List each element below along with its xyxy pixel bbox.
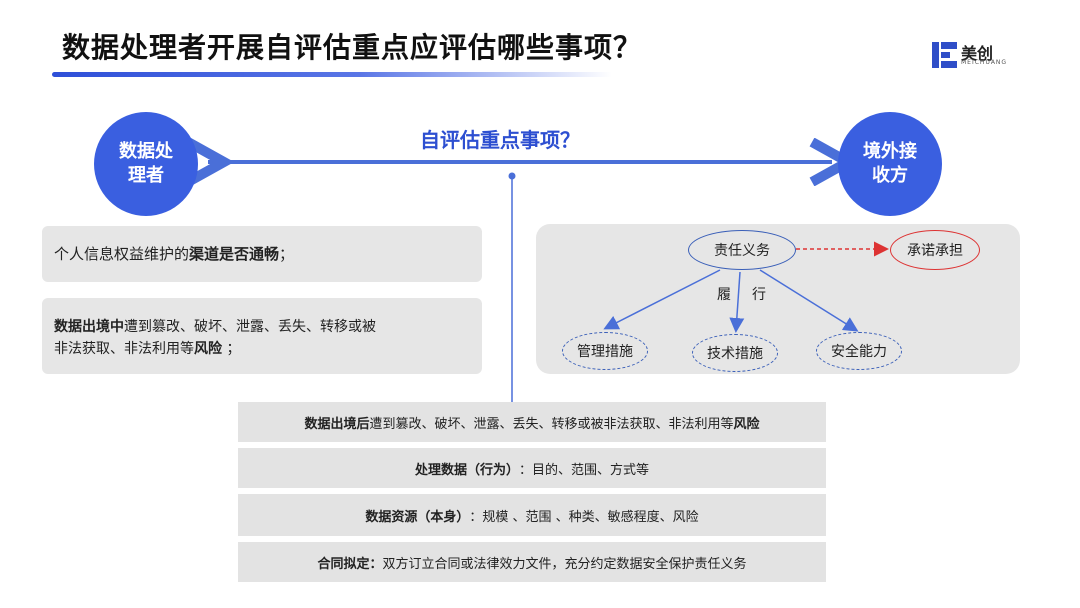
logo-text: 美创 [961, 44, 994, 63]
left-item-2-bold-end: 风险 [194, 341, 222, 357]
data-processor-label: 数据处理者 [119, 141, 173, 186]
data-processor-circle: 数据处理者 [94, 112, 198, 216]
node-technical-measures: 技术措施 [692, 334, 778, 372]
duty-to-technical-arrow [729, 271, 745, 333]
meichuang-logo-icon [932, 42, 957, 68]
node-management-label: 管理措施 [577, 344, 633, 360]
title-underline [52, 72, 612, 77]
left-item-1-post: ； [279, 245, 295, 263]
node-capability-label: 安全能力 [831, 344, 887, 360]
overseas-recipient-label: 境外接收方 [863, 141, 917, 186]
left-item-risk-during-export: 数据出境中遭到篡改、破坏、泄露、丢失、转移或被 非法获取、非法利用等风险 ； [42, 298, 482, 374]
bottom-item-1-text: 遭到篡改、破坏、泄露、丢失、转移或被非法获取、非法利用等 [369, 416, 734, 432]
left-item-2-post: ； [226, 341, 241, 357]
left-item-1-pre: 个人信息权益维护的 [54, 245, 190, 263]
bottom-item-3-bold: 数据资源（本身） [365, 509, 470, 525]
left-item-channel: 个人信息权益维护的渠道是否通畅； [42, 226, 482, 282]
node-management-measures: 管理措施 [562, 332, 648, 370]
duty-to-capability-arrow [759, 269, 859, 332]
node-duty-label: 责任义务 [714, 243, 770, 259]
overseas-recipient-circle: 境外接收方 [838, 112, 942, 216]
bottom-item-4-text: 双方订立合同或法律效力文件，充分约定数据安全保护责任义务 [382, 556, 747, 572]
node-commitment: 承诺承担 [890, 230, 980, 270]
node-duty: 责任义务 [688, 230, 796, 270]
bottom-item-4-bold: 合同拟定： [317, 556, 383, 572]
left-item-1-bold: 渠道是否通畅 [189, 245, 280, 263]
bottom-item-1-bold: 数据出境后 [304, 416, 370, 432]
node-security-capability: 安全能力 [816, 332, 902, 370]
duty-to-management-arrow [603, 269, 721, 330]
center-question: 自评估重点事项？ [420, 128, 580, 152]
node-technical-label: 技术措施 [707, 346, 763, 362]
perform-label-1: 履 [717, 287, 731, 303]
left-item-2-bold: 数据出境中 [54, 319, 124, 335]
bottom-item-3-text: ：规模 、范围 、种类、敏感程度、风险 [469, 509, 699, 525]
bottom-item-processing-behavior: 处理数据（行为）：目的、范围、方式等 [238, 448, 826, 488]
page-title: 数据处理者开展自评估重点应评估哪些事项？ [62, 31, 643, 64]
left-item-2-text: 遭到篡改、破坏、泄露、丢失、转移或被 [124, 319, 376, 335]
bottom-item-2-text: ：目的、范围、方式等 [519, 462, 650, 478]
left-item-2-line2: 非法获取、非法利用等 [54, 341, 194, 357]
bottom-item-contract: 合同拟定：双方订立合同或法律效力文件，充分约定数据安全保护责任义务 [238, 542, 826, 582]
bottom-item-post-export-risk: 数据出境后遭到篡改、破坏、泄露、丢失、转移或被非法获取、非法利用等风险 [238, 402, 826, 442]
perform-label-2: 行 [752, 287, 766, 303]
bottom-item-2-bold: 处理数据（行为） [414, 462, 519, 478]
logo-subtext: MEICHUANG [961, 59, 1008, 66]
node-commitment-label: 承诺承担 [907, 243, 963, 259]
bottom-item-data-resource: 数据资源（本身）：规模 、范围 、种类、敏感程度、风险 [238, 494, 826, 536]
bottom-item-1-bold-end: 风险 [733, 416, 760, 432]
